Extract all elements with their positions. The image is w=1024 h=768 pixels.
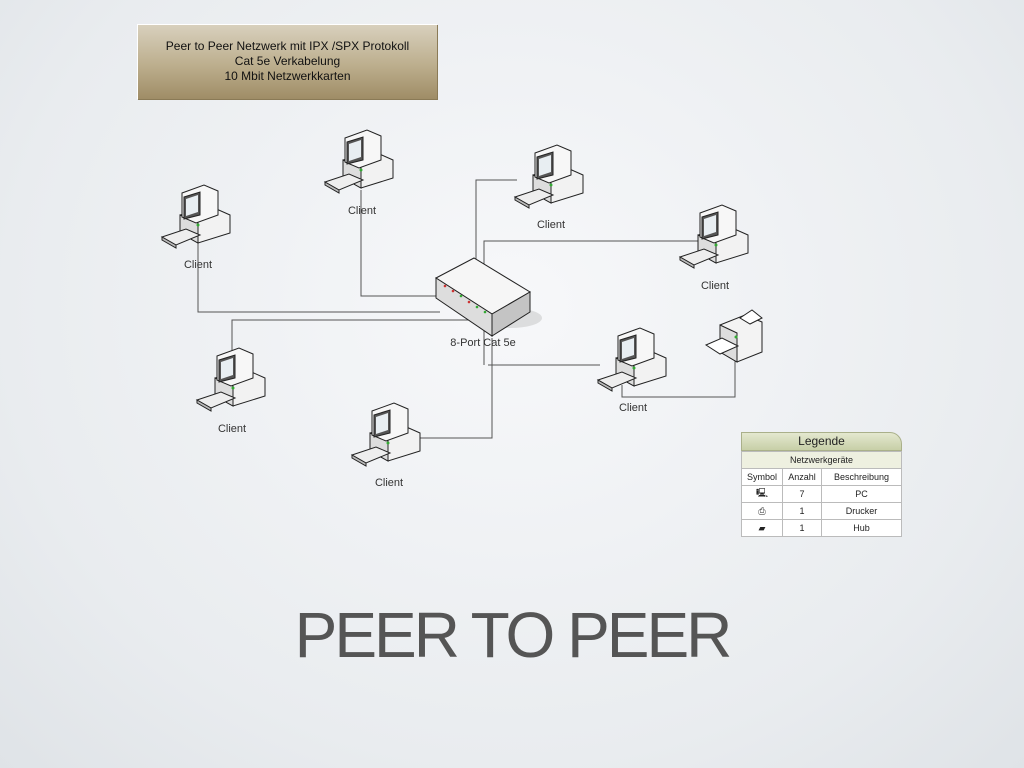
printer-icon: ⎙ — [741, 502, 783, 520]
slide-title: PEER TO PEER — [294, 599, 733, 671]
legend-row: ▰ 1 Hub — [741, 519, 902, 537]
legend-count: 1 — [782, 519, 822, 537]
info-line: Peer to Peer Netzwerk mit IPX /SPX Proto… — [165, 39, 410, 53]
pc-icon: 🖳 — [741, 485, 783, 503]
cable-client-1 — [197, 240, 440, 313]
pc-icon[interactable] — [679, 204, 749, 269]
legend-count: 7 — [782, 485, 822, 503]
legend-description: Drucker — [821, 502, 902, 520]
cable-client-5 — [231, 319, 470, 360]
legend-count: 1 — [782, 502, 822, 520]
client-label: Client — [374, 477, 404, 489]
pc-icon[interactable] — [161, 184, 231, 249]
cable-client-3 — [475, 179, 517, 266]
legend-table: Netzwerkgeräte Symbol Anzahl Beschreibun… — [741, 451, 902, 537]
pc-icon[interactable] — [324, 129, 394, 194]
client-label: Client — [217, 423, 247, 435]
client-label: Client — [700, 280, 730, 292]
hub-label: 8-Port Cat 5e — [450, 337, 516, 349]
hub-icon[interactable] — [435, 257, 542, 337]
printer-icon[interactable] — [704, 309, 763, 363]
legend-row: ⎙ 1 Drucker — [741, 502, 902, 520]
pc-icon[interactable] — [351, 402, 421, 467]
legend-description: Hub — [821, 519, 902, 537]
legend-col-header: Anzahl — [782, 468, 822, 486]
legend: Legende Netzwerkgeräte Symbol Anzahl Bes… — [741, 432, 902, 537]
cable-client-6 — [420, 338, 493, 439]
legend-title: Legende — [741, 432, 902, 451]
pc-icon[interactable] — [514, 144, 584, 209]
client-label: Client — [347, 205, 377, 217]
legend-col-header: Symbol — [741, 468, 783, 486]
info-box: Peer to Peer Netzwerk mit IPX /SPX Proto… — [137, 24, 437, 99]
legend-col-header: Beschreibung — [821, 468, 902, 486]
info-line: 10 Mbit Netzwerkkarten — [224, 69, 351, 83]
hub-icon: ▰ — [741, 519, 783, 537]
client-label: Client — [618, 402, 648, 414]
legend-subtitle: Netzwerkgeräte — [741, 451, 902, 469]
client-label: Client — [183, 259, 213, 271]
cable-client-2 — [360, 190, 440, 297]
info-line: Cat 5e Verkabelung — [234, 54, 341, 68]
pc-icon[interactable] — [597, 327, 667, 392]
legend-row: 🖳 7 PC — [741, 485, 902, 503]
legend-description: PC — [821, 485, 902, 503]
pc-icon[interactable] — [196, 347, 266, 412]
cable-printer — [621, 358, 736, 398]
client-label: Client — [536, 219, 566, 231]
